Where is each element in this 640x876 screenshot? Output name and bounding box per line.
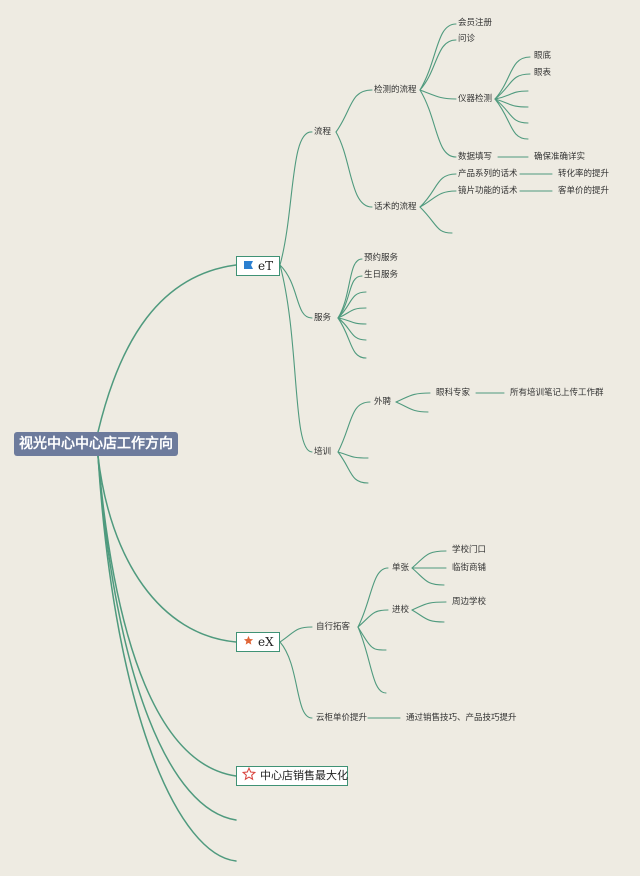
node-inquiry[interactable]: 问诊: [458, 34, 476, 44]
node-ex[interactable]: eX: [236, 632, 280, 652]
connector-detect-inquiry: [419, 39, 457, 91]
node-self-expand[interactable]: 自行拓客: [316, 622, 351, 632]
connector-root-empty-1: [97, 455, 237, 821]
node-flyer[interactable]: 单张: [392, 563, 410, 573]
node-chart[interactable]: 眼表: [534, 68, 552, 78]
node-external[interactable]: 外聘: [374, 397, 392, 407]
connector-process-speech: [335, 131, 373, 208]
connector-root-et: [97, 264, 237, 433]
connector-service-birthday: [337, 275, 363, 319]
node-speech-flow[interactable]: 话术的流程: [374, 202, 417, 212]
connector-service-appointment: [337, 258, 363, 319]
node-appointment[interactable]: 预约服务: [364, 253, 399, 263]
connector-et-service: [279, 264, 313, 319]
node-campus[interactable]: 进校: [392, 605, 410, 615]
connector-training-empty-1: [337, 451, 369, 459]
node-max[interactable]: 中心店销售最大化: [236, 766, 348, 786]
connector-service-empty-4: [337, 317, 367, 341]
node-member-reg[interactable]: 会员注册: [458, 18, 493, 28]
node-et[interactable]: eT: [236, 256, 280, 276]
connector-campus-empty: [411, 609, 445, 623]
connector-detect-data: [419, 89, 457, 158]
connector-instrument-chart: [494, 73, 531, 100]
star-icon: [243, 633, 254, 651]
connector-service-empty-3: [337, 317, 367, 325]
connector-external-empty: [395, 401, 429, 413]
connector-flyer-empty: [411, 567, 445, 586]
connector-instrument-empty-3: [494, 98, 529, 124]
connector-detect-instrument: [419, 89, 457, 100]
node-process[interactable]: 流程: [314, 127, 332, 137]
node-eye-expert[interactable]: 眼科专家: [436, 388, 471, 398]
connector-ex-self: [279, 626, 313, 643]
connector-campus-school: [411, 601, 447, 611]
node-max-label: 中心店销售最大化: [260, 769, 348, 782]
node-detect-flow[interactable]: 检测的流程: [374, 85, 417, 95]
connector-root-empty-2: [97, 455, 237, 862]
connector-self-campus: [357, 609, 389, 628]
connector-service-empty-1: [337, 291, 367, 319]
node-et-label: eT: [258, 259, 274, 273]
node-birthday[interactable]: 生日服务: [364, 270, 399, 280]
node-data-fill[interactable]: 数据填写: [458, 152, 493, 162]
connector-service-empty-5: [337, 317, 367, 359]
connector-speech-product: [419, 173, 457, 208]
connector-instrument-empty-2: [494, 98, 529, 108]
connector-instrument-fundus: [494, 56, 531, 100]
connector-speech-empty: [419, 206, 453, 234]
node-data-accurate[interactable]: 确保准确详实: [534, 152, 586, 162]
connector-process-detect: [335, 89, 373, 133]
connector-speech-lens: [419, 190, 457, 208]
node-school-gate[interactable]: 学校门口: [452, 545, 487, 555]
connector-instrument-empty-4: [494, 98, 529, 140]
node-ex-label: eX: [258, 635, 274, 649]
node-instrument[interactable]: 仪器检测: [458, 94, 493, 104]
connector-et-process: [279, 131, 313, 266]
connector-detect-member: [419, 23, 457, 91]
connector-flyer-gate: [411, 550, 447, 569]
connector-instrument-empty-1: [494, 90, 529, 100]
node-fundus[interactable]: 眼底: [534, 51, 552, 61]
node-cloud-price[interactable]: 云柜单价提升: [316, 713, 368, 723]
node-lens-speech[interactable]: 镜片功能的话术: [458, 186, 518, 196]
node-conversion[interactable]: 转化率的提升: [558, 169, 610, 179]
connector-self-empty-1: [357, 626, 387, 651]
connector-root-max: [97, 455, 237, 777]
node-skill-boost[interactable]: 通过销售技巧、产品技巧提升: [406, 713, 517, 723]
flag-icon: [243, 257, 254, 275]
star-outline-icon: [241, 766, 257, 786]
connector-training-empty-2: [337, 451, 369, 484]
connector-et-training: [279, 264, 313, 453]
connector-self-flyer: [357, 567, 389, 628]
node-unit-price[interactable]: 客单价的提升: [558, 186, 610, 196]
connector-root-ex: [97, 455, 237, 643]
node-service[interactable]: 服务: [314, 313, 332, 323]
node-nearby-school[interactable]: 周边学校: [452, 597, 487, 607]
node-training[interactable]: 培训: [314, 447, 332, 457]
connector-service-empty-2: [337, 307, 367, 319]
connector-training-external: [337, 401, 371, 453]
connector-ex-cloud: [279, 641, 313, 719]
connector-self-empty-2: [357, 626, 387, 694]
node-notes-upload[interactable]: 所有培训笔记上传工作群: [510, 388, 604, 398]
root-node[interactable]: 视光中心中心店工作方向: [14, 432, 178, 456]
connector-external-expert: [395, 392, 431, 403]
node-street-shop[interactable]: 临街商铺: [452, 563, 487, 573]
node-product-speech[interactable]: 产品系列的话术: [458, 169, 518, 179]
